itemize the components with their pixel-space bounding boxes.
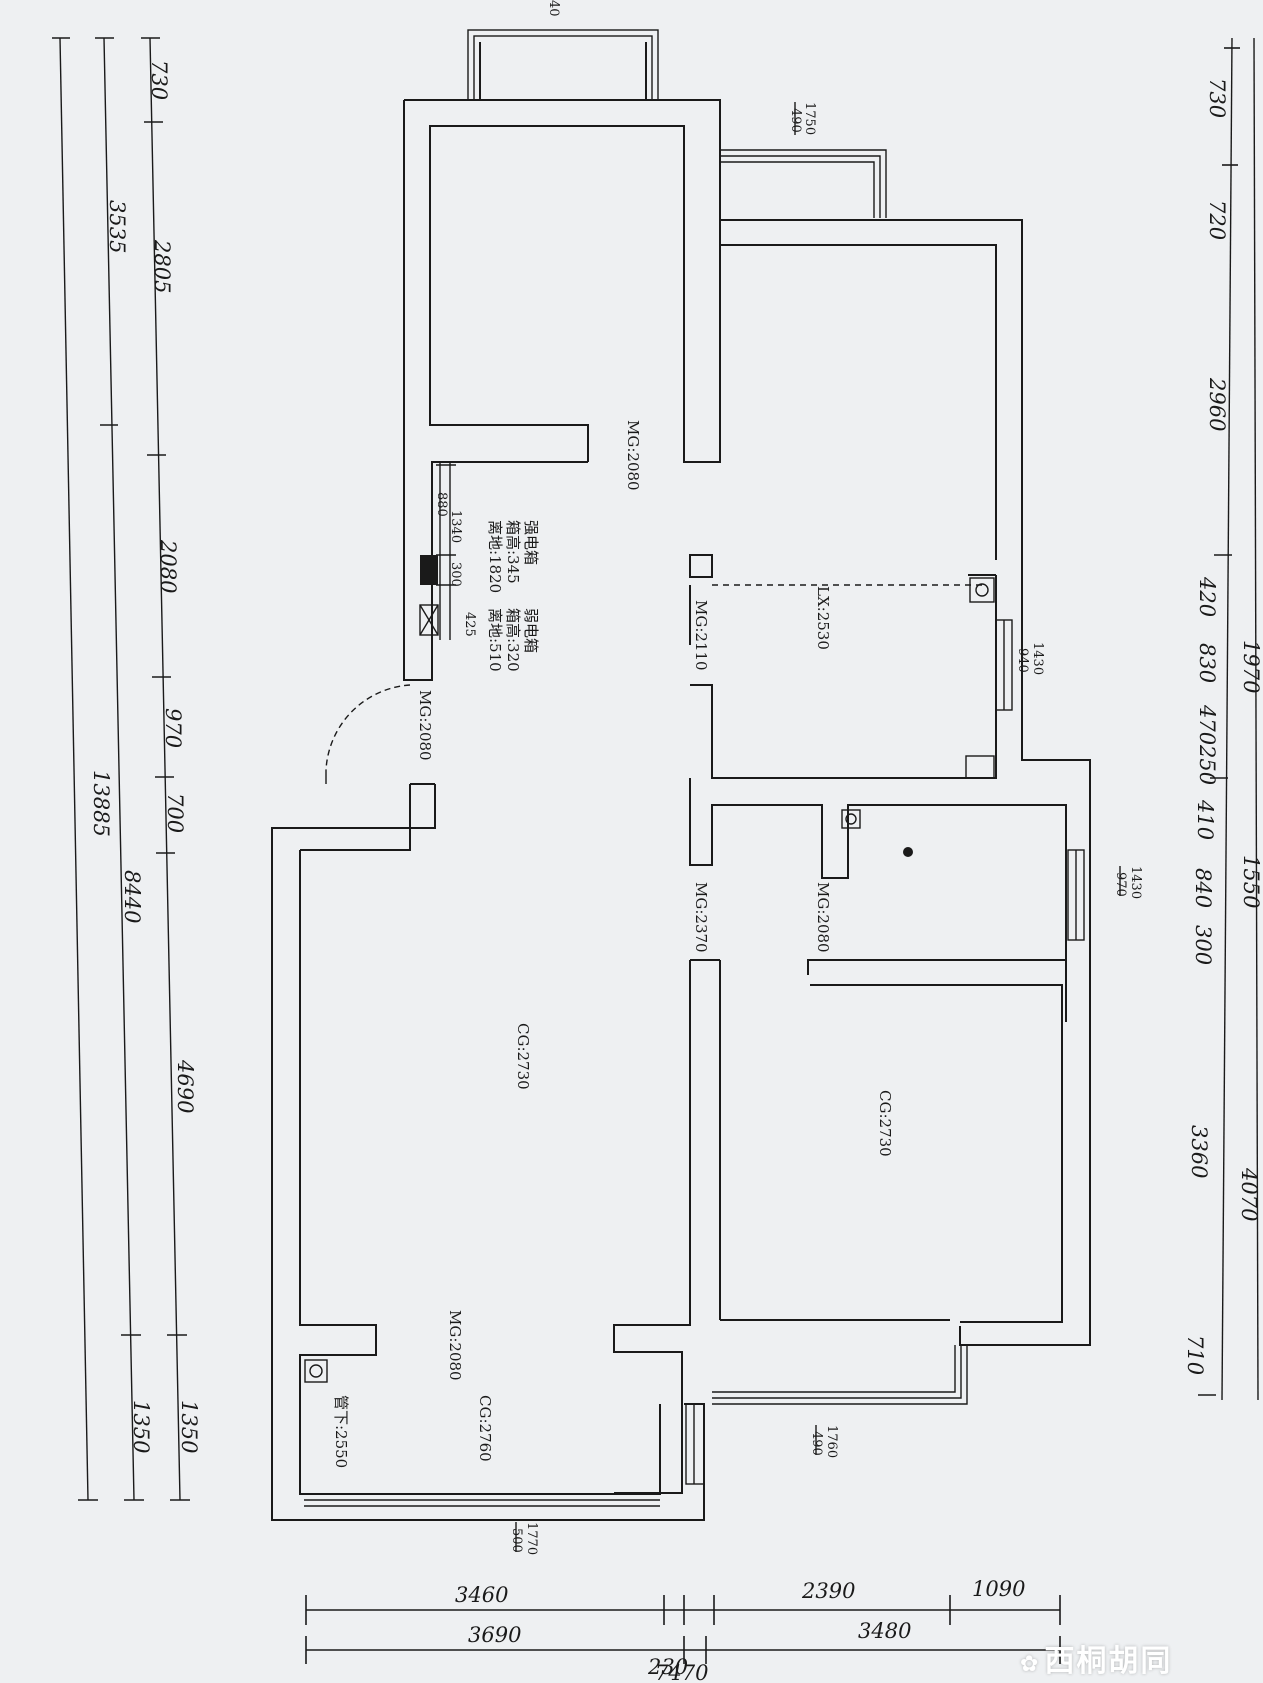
dim-bottom-2390: 2390 <box>801 1579 855 1603</box>
win-mid1-height: 940 <box>1015 648 1030 673</box>
box-dim-880: 880 <box>434 492 449 517</box>
room-labels: 40 MG:2080 强电箱 箱高:345 离地:1820 弱电箱 箱高:320… <box>332 0 894 1468</box>
dim-right-730: 730 <box>1205 78 1229 118</box>
box-dim-425: 425 <box>462 612 477 637</box>
dim-right-250: 250 <box>1195 744 1219 785</box>
walls <box>271 29 1091 1521</box>
dim-bottom-3460: 3460 <box>455 1583 508 1607</box>
label-mg-2080-bath: MG:2080 <box>814 882 832 953</box>
dim-bottom-230: 230 <box>647 1655 688 1679</box>
label-strong-box: 强电箱 <box>522 520 540 565</box>
watermark: ✿西桐胡同 <box>1020 1636 1172 1680</box>
dim-right-830: 830 <box>1195 643 1219 683</box>
dim-left-3535: 3535 <box>105 200 129 253</box>
dim-right-720: 720 <box>1205 200 1229 240</box>
dim-left-2805: 2805 <box>150 239 174 293</box>
dim-right-710: 710 <box>1183 1335 1207 1375</box>
dim-right-840: 840 <box>1191 868 1215 908</box>
bottom-dimensions: 3460 2390 1090 3690 230 3480 7470 <box>305 1577 1061 1683</box>
dim-left-970: 970 <box>161 708 185 748</box>
label-lx-2530: LX:2530 <box>814 586 832 650</box>
dim-right-2960: 2960 <box>1205 377 1229 431</box>
dim-right-4070: 4070 <box>1237 1167 1261 1221</box>
dim-right-3360: 3360 <box>1187 1125 1211 1178</box>
dim-left-2080: 2080 <box>156 539 180 593</box>
label-mg-bottom: MG:2080 <box>446 1310 464 1381</box>
strong-box-symbol <box>420 555 438 585</box>
dim-left-730: 730 <box>147 60 171 100</box>
win-bottom2-height: 500 <box>509 1528 524 1553</box>
watermark-logo-icon: ✿ <box>1020 1652 1041 1677</box>
dim-left-1350: 1350 <box>177 1400 201 1453</box>
dim-left-4690: 4690 <box>173 1059 197 1113</box>
watermark-text: 西桐胡同 <box>1044 1644 1173 1679</box>
dim-right-1550: 1550 <box>1239 855 1263 908</box>
dim-bottom-7470: 7470 <box>655 1661 708 1683</box>
label-mg-2110: MG:2110 <box>692 600 710 671</box>
window-labels: 1750 490 1430 940 1430 970 1760 490 1770… <box>509 102 1143 1555</box>
left-dimensions: 13885 3535 8440 1350 730 2805 2080 970 7… <box>52 37 201 1501</box>
dim-bottom-1090: 1090 <box>972 1577 1025 1601</box>
right-dimensions: 730 720 2960 420 830 470 250 410 840 300… <box>1183 37 1263 1401</box>
box-dim-1340: 1340 <box>448 510 463 543</box>
label-mg-2370: MG:2370 <box>692 882 710 953</box>
dim-right-1970: 1970 <box>1239 640 1263 693</box>
dim-bottom-3690: 3690 <box>468 1623 521 1647</box>
label-weak-box-height: 箱高:320 <box>504 608 522 672</box>
win-top-width: 1750 <box>802 102 817 135</box>
label-strong-box-floor: 离地:1820 <box>486 520 504 593</box>
dim-right-420: 420 <box>1195 576 1219 617</box>
win-bottom1-height: 490 <box>809 1431 824 1456</box>
label-strong-box-height: 箱高:345 <box>504 520 522 584</box>
dim-right-410: 410 <box>1193 799 1217 840</box>
label-weak-box: 弱电箱 <box>522 608 540 653</box>
label-pipe-2550: 管下:2550 <box>332 1395 350 1468</box>
dim-left-1350-mid: 1350 <box>129 1400 153 1453</box>
dim-bottom-3480: 3480 <box>858 1619 911 1643</box>
label-mg-entry: MG:2080 <box>416 690 434 761</box>
dim-right-470: 470 <box>1195 704 1219 745</box>
win-bottom1-width: 1760 <box>824 1425 839 1458</box>
label-cg-2760: CG:2760 <box>476 1395 494 1462</box>
electric-boxes: 880 1340 300 425 <box>419 462 477 640</box>
label-weak-box-floor: 离地:510 <box>486 608 504 672</box>
weak-box-symbol <box>419 604 439 636</box>
label-cg-bedroom: CG:2730 <box>876 1090 894 1157</box>
win-bottom2-width: 1770 <box>524 1522 539 1555</box>
win-mid1-width: 1430 <box>1030 642 1045 675</box>
top-cut-label: 40 <box>546 0 561 17</box>
dim-left-700: 700 <box>163 793 187 833</box>
dim-right-300: 300 <box>1191 925 1215 965</box>
win-top-height: 490 <box>788 108 803 133</box>
label-mg-top: MG:2080 <box>624 420 642 491</box>
box-dim-300: 300 <box>448 562 463 587</box>
dim-left-8440: 8440 <box>120 870 144 923</box>
label-cg-living: CG:2730 <box>514 1023 532 1090</box>
win-mid2-height: 970 <box>1113 872 1128 897</box>
dim-left-13885: 13885 <box>89 770 113 837</box>
win-mid2-width: 1430 <box>1128 866 1143 899</box>
